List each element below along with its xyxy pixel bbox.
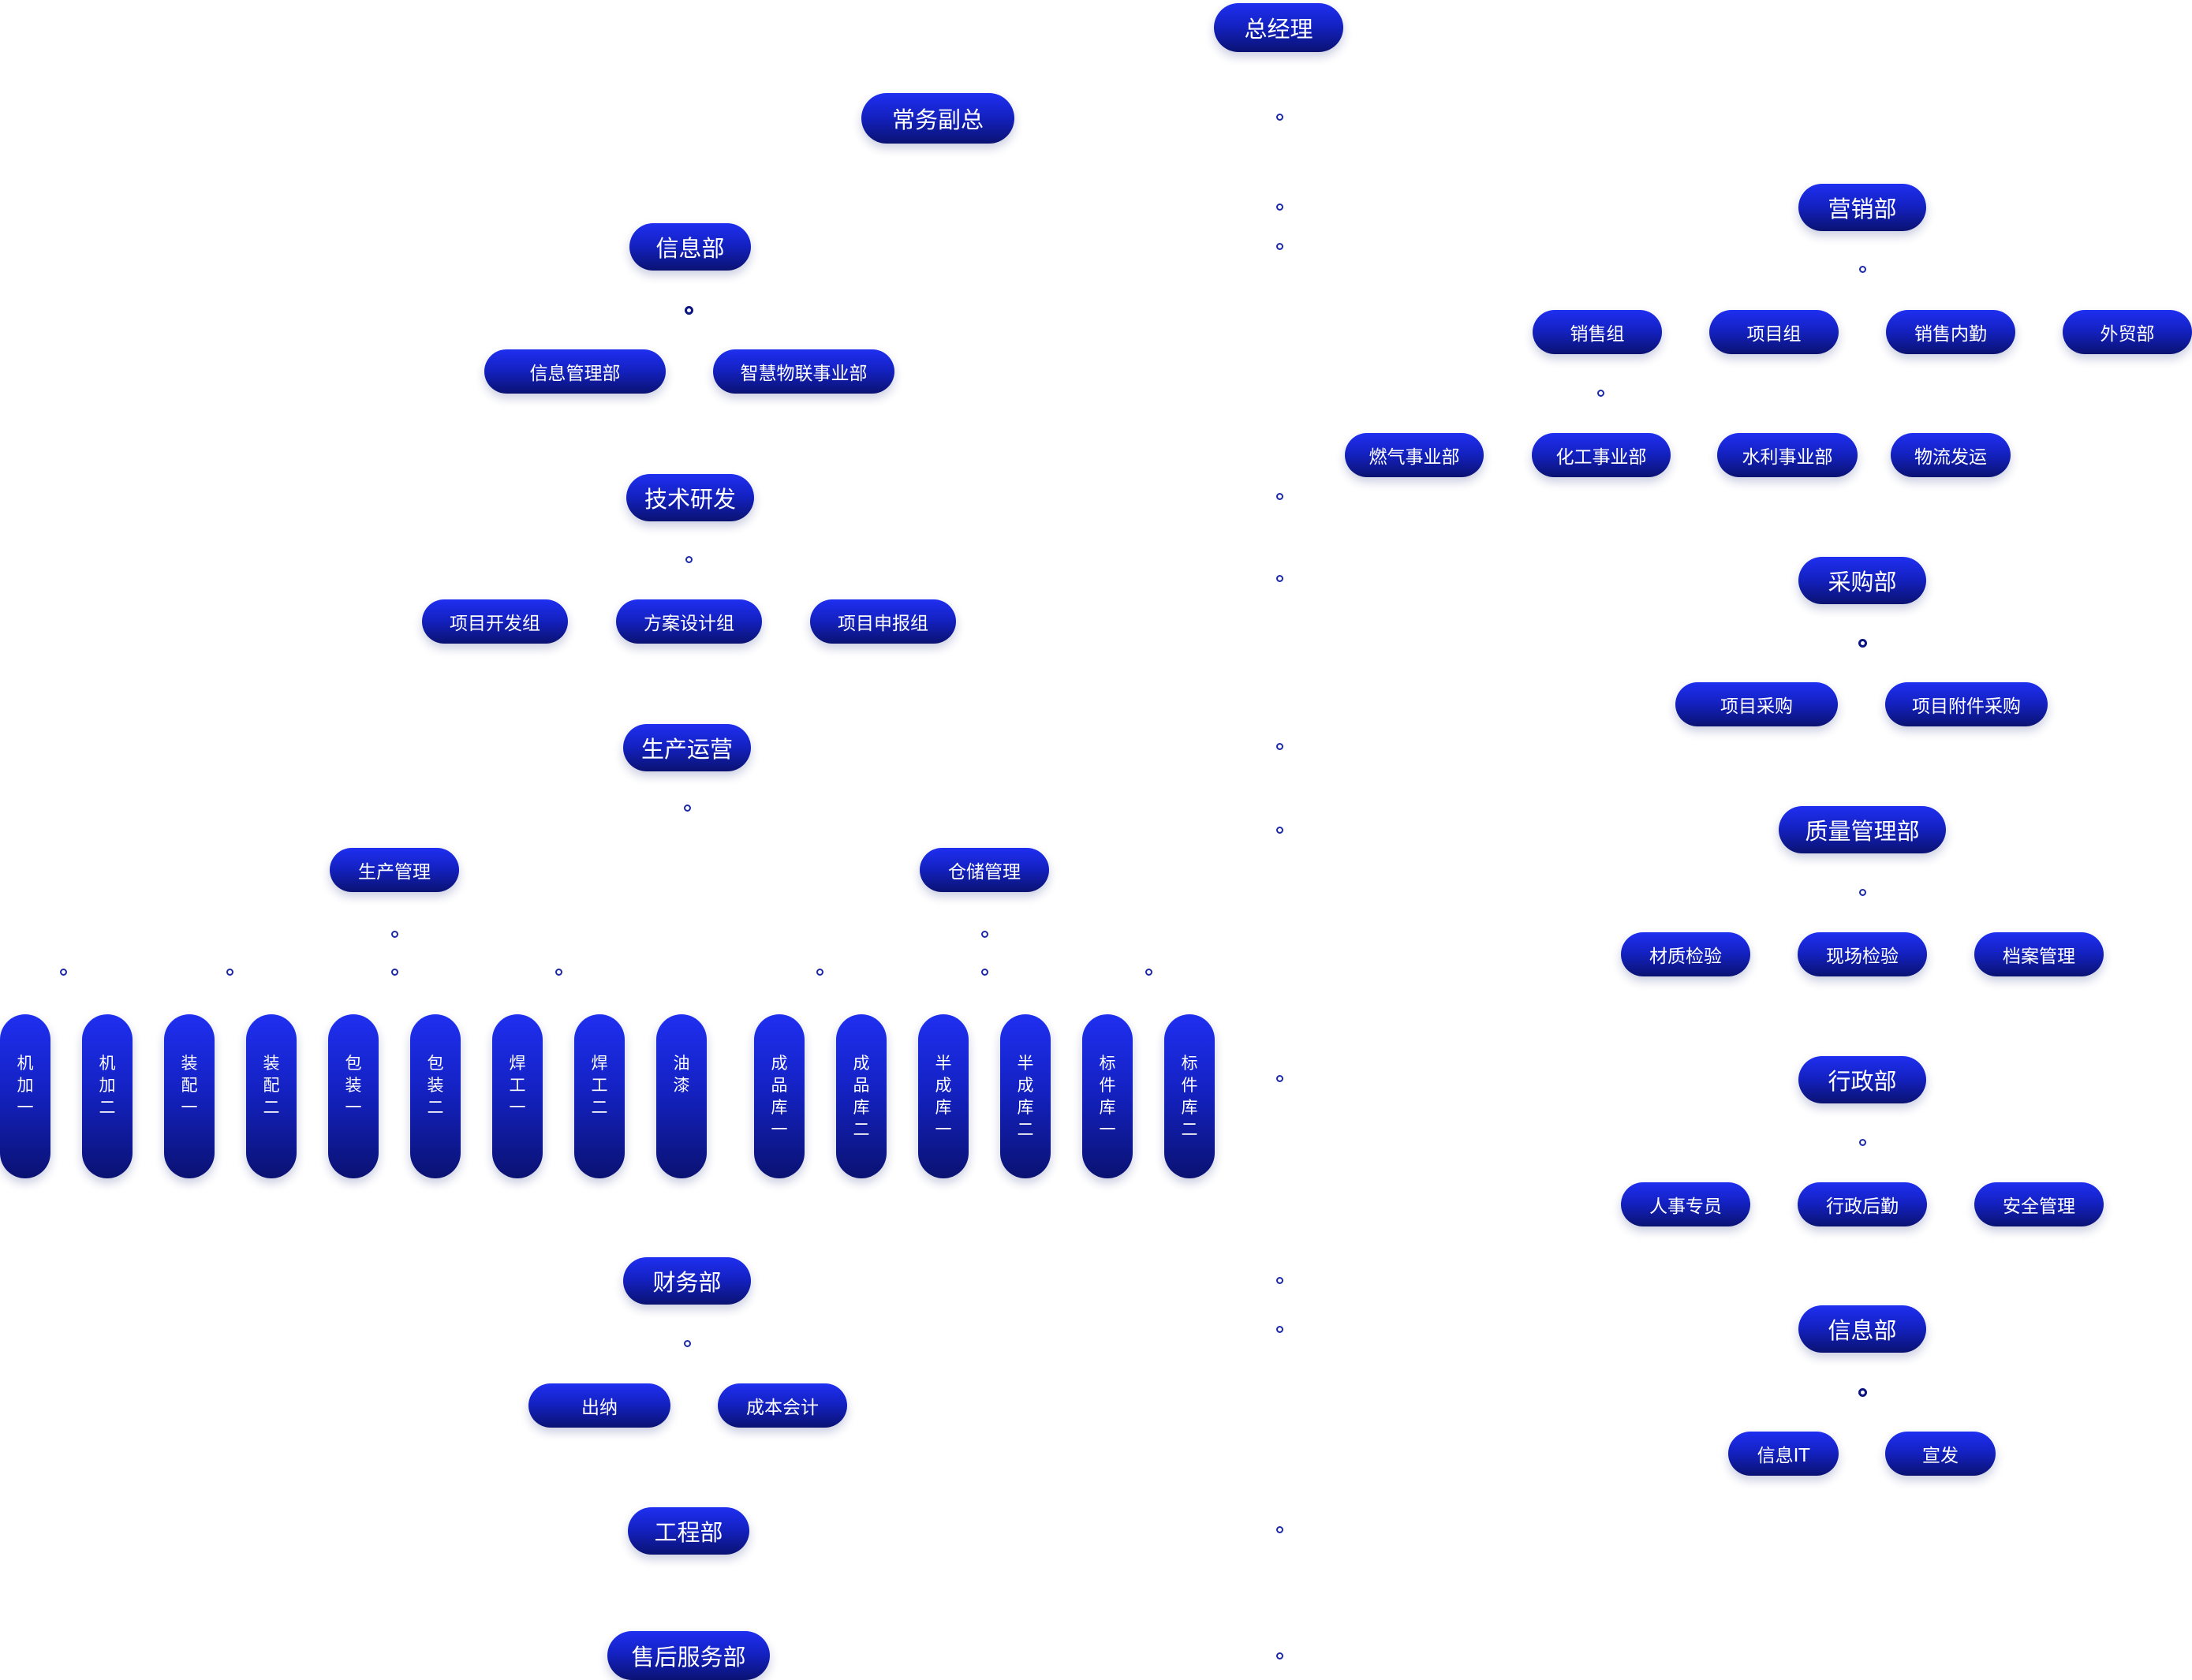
node-info-dept-left[interactable]: 信息部: [629, 223, 751, 271]
spine-dot: [1275, 742, 1283, 750]
node-prod-unit-7[interactable]: 焊工二: [574, 1014, 625, 1178]
node-storage-unit-3[interactable]: 半成库二: [1000, 1014, 1051, 1178]
node-info-right-sub-1[interactable]: 宣发: [1885, 1432, 1996, 1476]
connector-dot: [226, 968, 233, 976]
spine-dot: [1275, 1276, 1283, 1284]
node-prod-unit-1[interactable]: 机加二: [82, 1014, 133, 1178]
node-prod-unit-8[interactable]: 油漆: [656, 1014, 707, 1178]
node-purchase-sub-1[interactable]: 项目附件采购: [1885, 682, 2048, 726]
node-purchase-sub-0[interactable]: 项目采购: [1675, 682, 1838, 726]
node-marketing-row2-2[interactable]: 水利事业部: [1717, 433, 1858, 477]
node-rnd-sub-1[interactable]: 方案设计组: [616, 599, 762, 644]
connector-dot: [816, 968, 823, 976]
node-general-manager[interactable]: 总经理: [1214, 3, 1343, 52]
spine-dot: [1275, 826, 1283, 834]
node-prod-unit-0[interactable]: 机加一: [0, 1014, 50, 1178]
connector-dot: [555, 968, 562, 976]
spine-dot: [1275, 203, 1283, 211]
node-executive-vp[interactable]: 常务副总: [861, 93, 1014, 144]
node-prod-unit-5[interactable]: 包装二: [410, 1014, 461, 1178]
connector-dot: [980, 930, 988, 938]
node-marketing-row2-1[interactable]: 化工事业部: [1532, 433, 1671, 477]
connector-dot: [1858, 265, 1866, 273]
spine-dot: [1275, 242, 1283, 250]
node-admin-sub-2[interactable]: 安全管理: [1974, 1182, 2104, 1226]
node-quality-sub-0[interactable]: 材质检验: [1621, 932, 1750, 976]
node-rnd-sub-0[interactable]: 项目开发组: [422, 599, 568, 644]
node-engineering[interactable]: 工程部: [628, 1507, 749, 1555]
connector-dot: [1858, 1138, 1866, 1146]
spine-dot: [1275, 1325, 1283, 1333]
spine-dot: [1275, 1525, 1283, 1533]
connector-dot: [1145, 968, 1152, 976]
node-prod-unit-6[interactable]: 焊工一: [492, 1014, 543, 1178]
spine-dot: [1275, 1652, 1283, 1659]
node-rnd[interactable]: 技术研发: [626, 474, 754, 521]
node-storage-unit-1[interactable]: 成品库二: [836, 1014, 887, 1178]
node-prod-unit-2[interactable]: 装配一: [164, 1014, 215, 1178]
node-admin-sub-1[interactable]: 行政后勤: [1798, 1182, 1927, 1226]
connector-dot: [980, 968, 988, 976]
node-finance-sub-0[interactable]: 出纳: [528, 1383, 670, 1428]
node-info-dept-right[interactable]: 信息部: [1798, 1305, 1926, 1353]
node-purchase[interactable]: 采购部: [1798, 557, 1926, 604]
node-quality-sub-1[interactable]: 现场检验: [1798, 932, 1927, 976]
node-marketing[interactable]: 营销部: [1798, 184, 1926, 231]
node-storage-unit-4[interactable]: 标件库一: [1082, 1014, 1133, 1178]
connector-dot: [1596, 389, 1604, 397]
node-prod-unit-3[interactable]: 装配二: [246, 1014, 297, 1178]
node-marketing-row1-3[interactable]: 外贸部: [2063, 310, 2192, 354]
node-quality[interactable]: 质量管理部: [1779, 806, 1946, 853]
connector-dot: [1858, 638, 1867, 648]
node-info-right-sub-0[interactable]: 信息IT: [1728, 1432, 1839, 1476]
node-finance-sub-1[interactable]: 成本会计: [718, 1383, 847, 1428]
node-storage-unit-2[interactable]: 半成库一: [918, 1014, 969, 1178]
node-admin-sub-0[interactable]: 人事专员: [1621, 1182, 1750, 1226]
node-storage-unit-5[interactable]: 标件库二: [1164, 1014, 1215, 1178]
node-info-sub-1[interactable]: 智慧物联事业部: [713, 349, 894, 394]
node-marketing-row1-0[interactable]: 销售组: [1533, 310, 1662, 354]
connector-dot: [390, 968, 398, 976]
node-finance[interactable]: 财务部: [623, 1257, 751, 1305]
node-storage-mgmt[interactable]: 仓储管理: [920, 848, 1049, 892]
connector-dot: [1858, 1387, 1867, 1397]
spine-dot: [1275, 1074, 1283, 1082]
node-quality-sub-2[interactable]: 档案管理: [1974, 932, 2104, 976]
node-marketing-row1-1[interactable]: 项目组: [1709, 310, 1839, 354]
node-storage-unit-0[interactable]: 成品库一: [754, 1014, 805, 1178]
connector-dot: [390, 930, 398, 938]
spine-dot: [1275, 574, 1283, 582]
node-marketing-row2-3[interactable]: 物流发运: [1891, 433, 2011, 477]
node-admin[interactable]: 行政部: [1798, 1056, 1926, 1103]
node-marketing-row2-0[interactable]: 燃气事业部: [1345, 433, 1484, 477]
node-marketing-row1-2[interactable]: 销售内勤: [1886, 310, 2015, 354]
node-info-sub-0[interactable]: 信息管理部: [484, 349, 666, 394]
connector-dot: [1858, 888, 1866, 896]
node-after-sales[interactable]: 售后服务部: [607, 1631, 770, 1680]
connector-dot: [683, 1339, 691, 1347]
spine-dot: [1275, 492, 1283, 500]
spine-dot: [1275, 113, 1283, 121]
node-prod-mgmt[interactable]: 生产管理: [330, 848, 459, 892]
connector-dot: [685, 555, 693, 563]
node-production[interactable]: 生产运营: [623, 724, 751, 771]
connector-dot: [59, 968, 67, 976]
connector-dot: [684, 305, 693, 315]
node-prod-unit-4[interactable]: 包装一: [328, 1014, 379, 1178]
connector-dot: [683, 804, 691, 812]
node-rnd-sub-2[interactable]: 项目申报组: [810, 599, 956, 644]
